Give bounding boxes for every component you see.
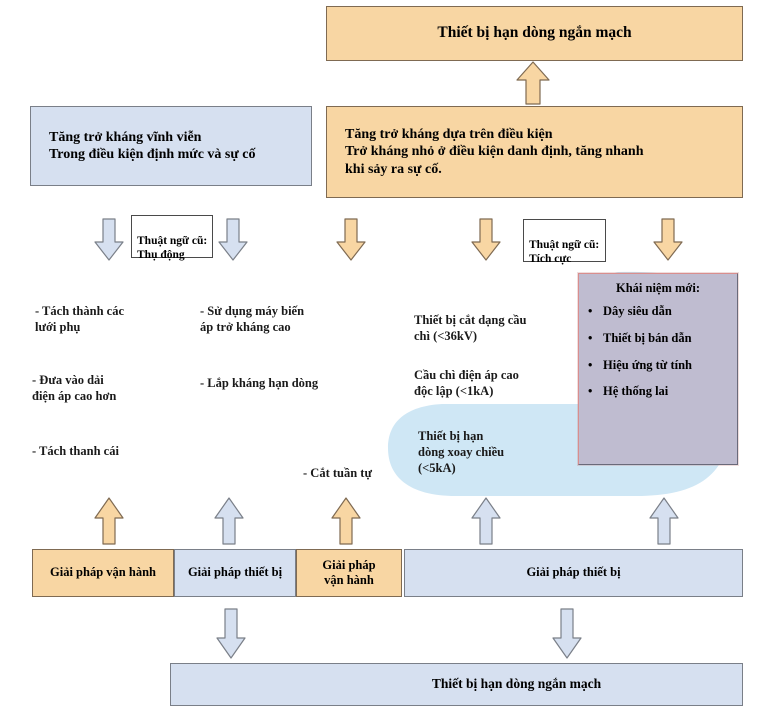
item-current-limiting-reactor-label: - Lắp kháng hạn dòng: [200, 375, 319, 390]
branch-conditional-label: Tăng trở kháng dựa trên điều kiện Trở kh…: [345, 127, 644, 177]
list-item: • Hệ thống lai: [585, 384, 731, 399]
solution-box-4: Giải pháp thiết bị: [404, 549, 743, 597]
item-higher-voltage: - Đưa vào dải điện áp cao hơn: [32, 357, 192, 405]
new-concepts-box: Khái niệm mới: • Dây siêu dẫn • Thiết bị…: [578, 273, 738, 465]
item-sequential-switching: - Cắt tuần tự: [303, 450, 443, 482]
arrow-up-solution-2: [213, 496, 245, 546]
item-high-impedance-transformer-label: - Sử dụng máy biến áp trở kháng cao: [200, 303, 305, 334]
bullet-icon: •: [588, 357, 593, 372]
new-concept-label: Hiệu ứng từ tính: [603, 357, 692, 372]
bullet-icon: •: [588, 330, 593, 345]
arrow-up-solution-4: [470, 496, 502, 546]
new-concept-label: Thiết bị bán dẫn: [603, 330, 692, 345]
list-item: • Thiết bị bán dẫn: [585, 330, 731, 346]
arrow-up-solution-5: [648, 496, 680, 546]
solution-box-2: Giải pháp thiết bị: [174, 549, 296, 597]
bottom-title-label: Thiết bị hạn dòng ngắn mạch: [431, 676, 602, 692]
item-standalone-hv-fuse-label: Cầu chì điện áp cao độc lập (<1kA): [414, 367, 519, 398]
term-old-active-box: Thuật ngữ cũ: Tích cực: [523, 219, 606, 265]
top-title-label: Thiết bị hạn dòng ngắn mạch: [437, 24, 632, 42]
item-split-busbar-label: - Tách thanh cái: [32, 443, 119, 458]
branch-conditional-impedance-box: Tăng trở kháng dựa trên điều kiện Trở kh…: [326, 106, 743, 198]
new-concept-label: Dây siêu dẫn: [603, 304, 672, 318]
item-fuse-type-breaker: Thiết bị cắt dạng cầu chì (<36kV): [414, 297, 579, 345]
item-fuse-type-breaker-label: Thiết bị cắt dạng cầu chì (<36kV): [414, 312, 527, 343]
arrow-down-right-3: [652, 218, 684, 262]
item-split-busbar: - Tách thanh cái: [32, 428, 202, 460]
item-sequential-switching-label: - Cắt tuần tự: [303, 465, 372, 480]
item-current-limiting-reactor: - Lắp kháng hạn dòng: [200, 360, 385, 392]
arrow-up-to-top-title: [515, 60, 551, 105]
arrow-down-to-bottom-2: [551, 608, 583, 660]
term-old-passive-box: Thuật ngữ cũ: Thụ động: [131, 215, 213, 261]
item-ac-current-limiter-label: Thiết bị hạn dòng xoay chiều (<5kA): [418, 428, 505, 475]
new-concepts-title: Khái niệm mới:: [615, 281, 700, 295]
solution-label-1: Giải pháp vận hành: [50, 565, 156, 580]
bullet-icon: •: [588, 384, 593, 399]
arrow-down-left-2: [217, 218, 249, 262]
item-split-subgrids-label: - Tách thành các lưới phụ: [35, 303, 125, 334]
arrow-down-right-1: [335, 218, 367, 262]
bottom-title-box: Thiết bị hạn dòng ngắn mạch: [170, 663, 743, 706]
solution-label-4: Giải pháp thiết bị: [526, 565, 621, 580]
new-concept-label: Hệ thống lai: [603, 384, 669, 399]
list-item: • Hiệu ứng từ tính: [585, 357, 731, 373]
solution-box-1: Giải pháp vận hành: [32, 549, 174, 597]
item-higher-voltage-label: - Đưa vào dải điện áp cao hơn: [32, 372, 117, 403]
arrow-down-to-bottom-1: [215, 608, 247, 660]
term-old-passive-label: Thuật ngữ cũ: Thụ động: [137, 234, 208, 262]
arrow-down-left-1: [93, 218, 125, 262]
item-split-subgrids: - Tách thành các lưới phụ: [35, 288, 195, 336]
item-ac-current-limiter: Thiết bị hạn dòng xoay chiều (<5kA): [418, 413, 568, 477]
bullet-icon: •: [588, 304, 593, 318]
item-high-impedance-transformer: - Sử dụng máy biến áp trở kháng cao: [200, 288, 375, 336]
term-old-active-label: Thuật ngữ cũ: Tích cực: [529, 238, 600, 266]
arrow-up-solution-1: [93, 496, 125, 546]
branch-permanent-impedance-box: Tăng trở kháng vĩnh viễn Trong điều kiện…: [30, 106, 312, 186]
branch-permanent-label: Tăng trở kháng vĩnh viễn Trong điều kiện…: [49, 129, 256, 162]
solution-label-3: Giải pháp vận hành: [322, 557, 376, 587]
new-concepts-list: • Dây siêu dẫn • Thiết bị bán dẫn • Hiệu…: [585, 304, 731, 399]
list-item: • Dây siêu dẫn: [585, 304, 731, 319]
arrow-up-solution-3: [330, 496, 362, 546]
top-title-box: Thiết bị hạn dòng ngắn mạch: [326, 6, 743, 61]
solution-box-3: Giải pháp vận hành: [296, 549, 402, 597]
arrow-down-right-2: [470, 218, 502, 262]
solution-label-2: Giải pháp thiết bị: [187, 565, 283, 580]
item-standalone-hv-fuse: Cầu chì điện áp cao độc lập (<1kA): [414, 352, 579, 400]
